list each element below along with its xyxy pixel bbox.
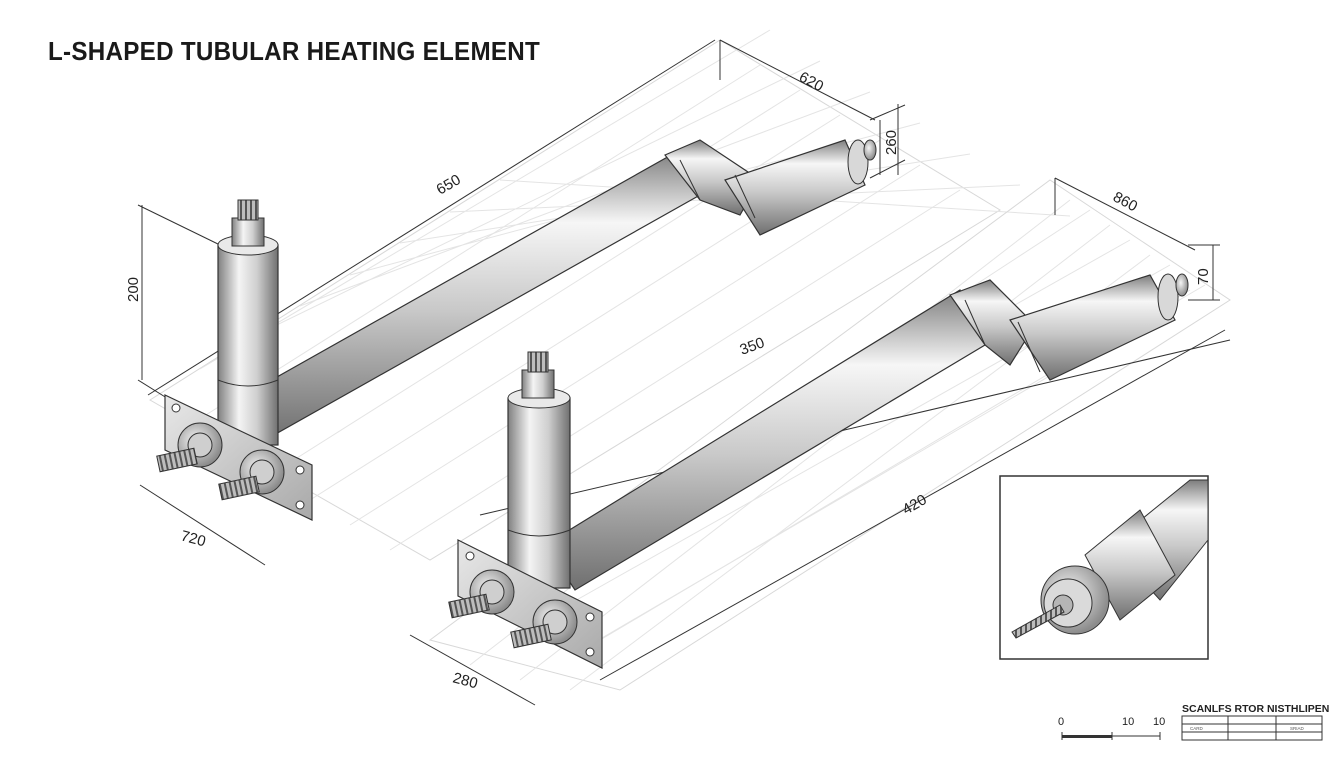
- title-block-cell-1: CARD: [1190, 726, 1204, 731]
- dim-flange2-width: 280: [451, 669, 480, 692]
- dim-top-rise: 260: [883, 130, 900, 155]
- dim-middle-run: 350: [738, 334, 767, 359]
- dim-left-height: 200: [125, 277, 142, 302]
- dim-flange1-width: 720: [179, 527, 208, 550]
- scale-tick-0: 0: [1058, 716, 1064, 728]
- dim-front-span: 860: [1110, 189, 1140, 216]
- scale-tick-10a: 10: [1122, 716, 1134, 728]
- heating-element-rear: [156, 139, 877, 521]
- dimension-lines: [137, 39, 1231, 706]
- drawing-title: L-SHAPED TUBULAR HEATING ELEMENT: [48, 36, 541, 66]
- title-block-cell-3: SRIAD: [1290, 726, 1305, 731]
- scale-tick-10b: 10: [1153, 716, 1165, 728]
- dim-end-rise: 70: [1195, 268, 1212, 285]
- scale-caption: SCANLFS RTOR NISTHLIPEN: [1182, 703, 1329, 715]
- dim-rear-run: 650: [434, 171, 464, 198]
- heating-element-front: [448, 273, 1189, 669]
- dim-top-length: 620: [796, 69, 826, 96]
- scale-bar: SCANLFS RTOR NISTHLIPEN 0 10 10 CARD SRI…: [1058, 703, 1329, 741]
- detail-inset: [999, 475, 1209, 660]
